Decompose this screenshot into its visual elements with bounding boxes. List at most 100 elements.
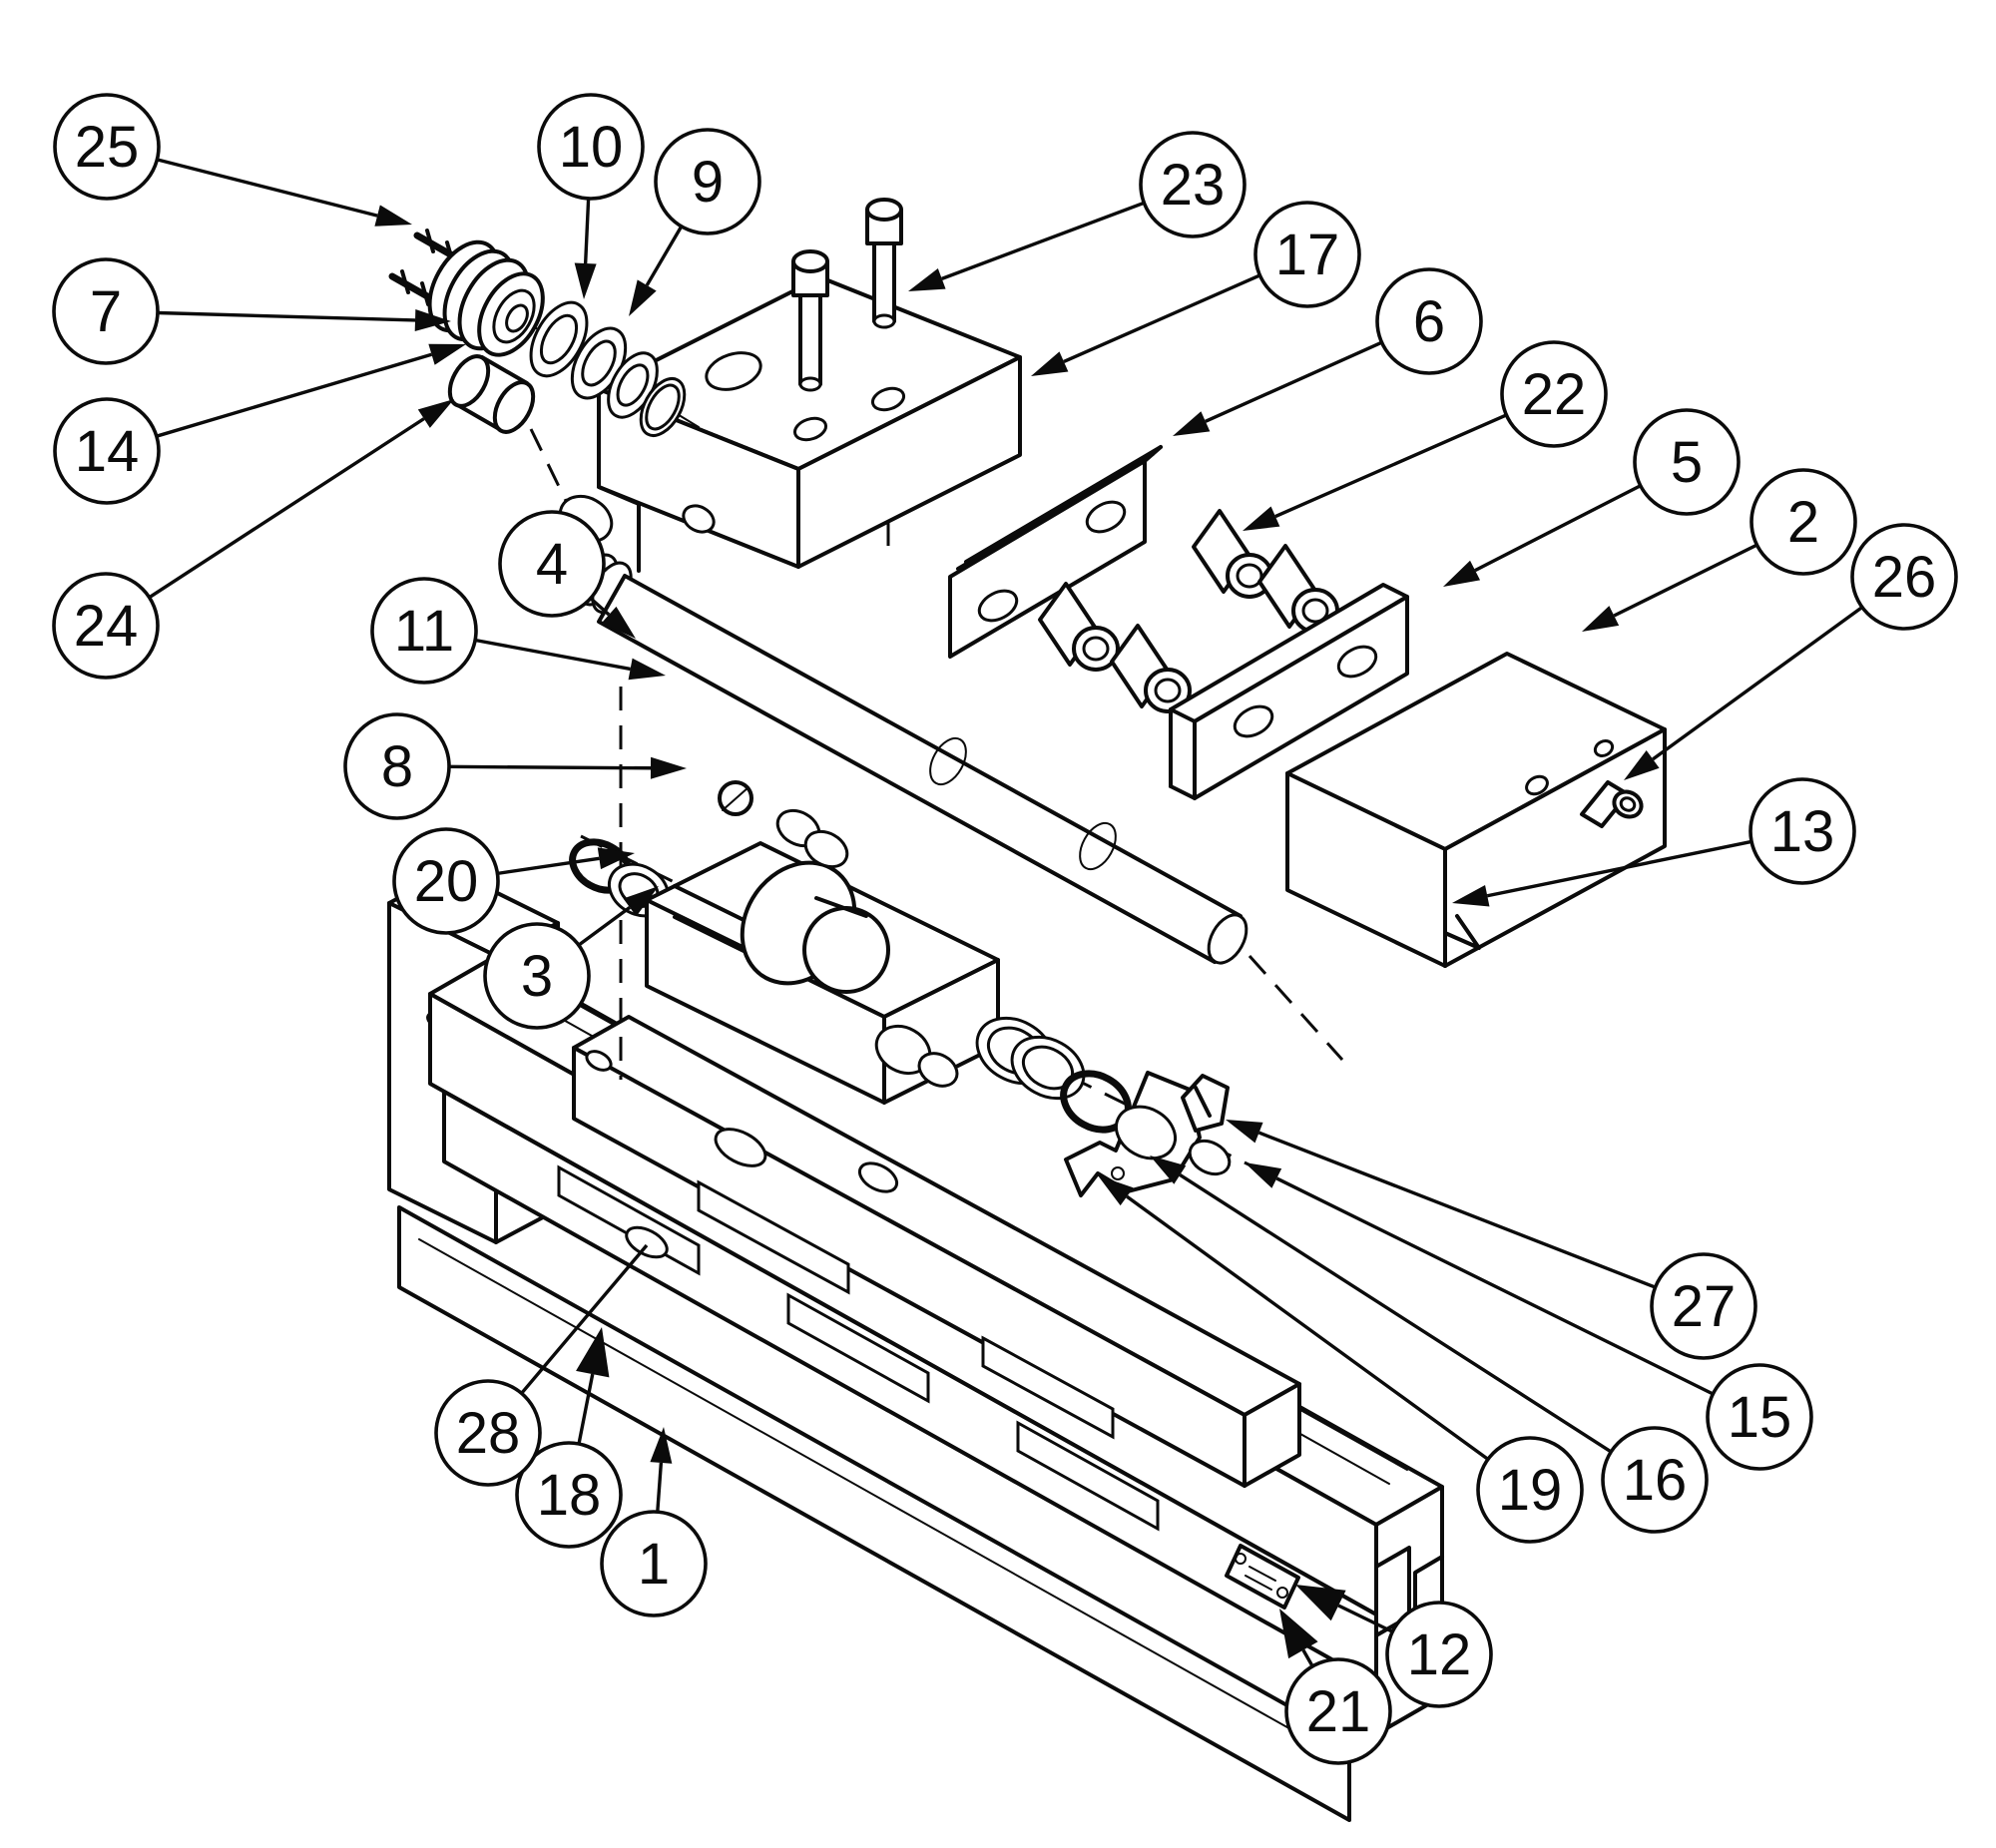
balloon-28 bbox=[434, 1379, 542, 1487]
balloon-8 bbox=[343, 712, 451, 820]
balloon-label-22: 22 bbox=[1522, 362, 1587, 427]
leader-arrowhead-23 bbox=[908, 268, 946, 291]
balloon-label-5: 5 bbox=[1671, 430, 1703, 495]
leader-arrowhead-22 bbox=[1243, 506, 1280, 531]
leader-line-3 bbox=[577, 906, 632, 947]
leader-arrowhead-1 bbox=[650, 1427, 673, 1464]
set-screw bbox=[1580, 780, 1644, 828]
leader-line-9 bbox=[645, 226, 684, 286]
leader-line-13 bbox=[1486, 839, 1752, 898]
balloon-label-26: 26 bbox=[1872, 545, 1937, 610]
balloon-25 bbox=[53, 93, 161, 201]
balloon-13 bbox=[1748, 777, 1856, 885]
balloon-20 bbox=[392, 827, 500, 935]
leader-arrowhead-9 bbox=[629, 279, 657, 316]
balloon-14 bbox=[53, 397, 161, 505]
leader-arrowhead-17 bbox=[1031, 351, 1069, 376]
part-washer-stack bbox=[388, 229, 700, 437]
balloon-label-25: 25 bbox=[75, 115, 140, 180]
jaw-plate-screws bbox=[1038, 509, 1339, 713]
part-slide-rail bbox=[572, 1015, 1301, 1488]
part-saddle-assembly bbox=[569, 780, 1000, 1105]
balloon-16 bbox=[1601, 1426, 1709, 1534]
balloon-label-3: 3 bbox=[521, 944, 553, 1009]
balloon-4 bbox=[498, 510, 606, 618]
balloon-label-6: 6 bbox=[1413, 289, 1445, 354]
leader-arrowhead-14 bbox=[428, 343, 466, 365]
leader-line-18 bbox=[577, 1373, 595, 1445]
balloon-label-15: 15 bbox=[1728, 1385, 1792, 1450]
part-jaw-plate bbox=[1169, 583, 1409, 800]
leader-line-11 bbox=[474, 638, 631, 672]
name-plate bbox=[1225, 1544, 1300, 1610]
balloon-label-20: 20 bbox=[414, 849, 479, 914]
balloon-10 bbox=[537, 93, 645, 201]
balloon-label-28: 28 bbox=[456, 1401, 521, 1466]
leader-arrowhead-19 bbox=[1098, 1175, 1134, 1206]
balloon-label-13: 13 bbox=[1770, 799, 1835, 864]
leader-arrowhead-7 bbox=[414, 308, 451, 331]
leader-line-24 bbox=[148, 417, 425, 600]
balloon-1 bbox=[600, 1510, 708, 1617]
leader-line-7 bbox=[157, 310, 416, 322]
balloon-22 bbox=[1500, 340, 1608, 448]
leader-line-5 bbox=[1474, 484, 1642, 573]
balloon-label-24: 24 bbox=[74, 594, 139, 659]
balloon-3 bbox=[483, 922, 591, 1030]
leader-line-12 bbox=[1337, 1604, 1393, 1633]
balloon-17 bbox=[1253, 201, 1361, 308]
balloon-21 bbox=[1284, 1657, 1392, 1765]
balloon-18 bbox=[515, 1441, 623, 1549]
balloon-24 bbox=[52, 572, 160, 680]
leader-line-6 bbox=[1205, 340, 1383, 423]
leader-arrowhead-15 bbox=[1245, 1162, 1282, 1188]
balloon-2 bbox=[1749, 468, 1857, 576]
balloon-12 bbox=[1385, 1601, 1493, 1708]
balloon-label-1: 1 bbox=[638, 1532, 670, 1597]
leader-line-8 bbox=[448, 764, 652, 770]
part-fixed-jaw-block bbox=[1285, 652, 1667, 968]
leader-line-19 bbox=[1126, 1194, 1489, 1461]
leader-line-15 bbox=[1275, 1176, 1715, 1396]
balloon-27 bbox=[1650, 1252, 1757, 1360]
leader-line-4 bbox=[589, 597, 611, 617]
balloon-label-27: 27 bbox=[1672, 1274, 1737, 1339]
balloon-label-21: 21 bbox=[1306, 1679, 1371, 1744]
leader-line-20 bbox=[497, 856, 600, 876]
balloon-26 bbox=[1850, 523, 1958, 631]
cap-screw bbox=[865, 198, 903, 329]
leader-line-26 bbox=[1652, 606, 1863, 761]
balloon-label-18: 18 bbox=[537, 1463, 602, 1528]
balloon-label-23: 23 bbox=[1161, 153, 1226, 218]
balloon-label-2: 2 bbox=[1787, 490, 1819, 555]
leader-line-28 bbox=[520, 1243, 649, 1395]
balloon-19 bbox=[1476, 1436, 1584, 1544]
balloon-5 bbox=[1633, 408, 1741, 516]
balloon-label-19: 19 bbox=[1498, 1458, 1563, 1523]
leader-arrowhead-11 bbox=[628, 658, 666, 681]
leader-arrowhead-8 bbox=[650, 756, 687, 779]
socket-screw bbox=[1192, 509, 1273, 599]
leader-arrowhead-25 bbox=[374, 205, 412, 227]
socket-screw bbox=[1038, 582, 1120, 672]
balloon-23 bbox=[1139, 131, 1247, 238]
leader-line-25 bbox=[156, 158, 378, 218]
balloon-15 bbox=[1706, 1363, 1813, 1471]
leader-arrowhead-21 bbox=[1279, 1609, 1318, 1659]
leader-arrowhead-3 bbox=[623, 886, 659, 917]
leader-line-17 bbox=[1063, 273, 1261, 364]
balloon-label-16: 16 bbox=[1623, 1448, 1688, 1513]
balloon-label-8: 8 bbox=[381, 734, 413, 799]
leader-arrowhead-12 bbox=[1295, 1585, 1346, 1621]
leader-line-22 bbox=[1274, 413, 1508, 519]
leader-arrowhead-2 bbox=[1582, 606, 1620, 632]
leader-arrowhead-13 bbox=[1452, 884, 1490, 907]
balloon-label-10: 10 bbox=[559, 115, 624, 180]
leader-arrowhead-5 bbox=[1443, 560, 1481, 587]
leader-arrowhead-4 bbox=[601, 606, 636, 639]
balloon-label-9: 9 bbox=[692, 150, 724, 215]
balloon-11 bbox=[370, 577, 478, 685]
leader-line-2 bbox=[1613, 543, 1758, 618]
